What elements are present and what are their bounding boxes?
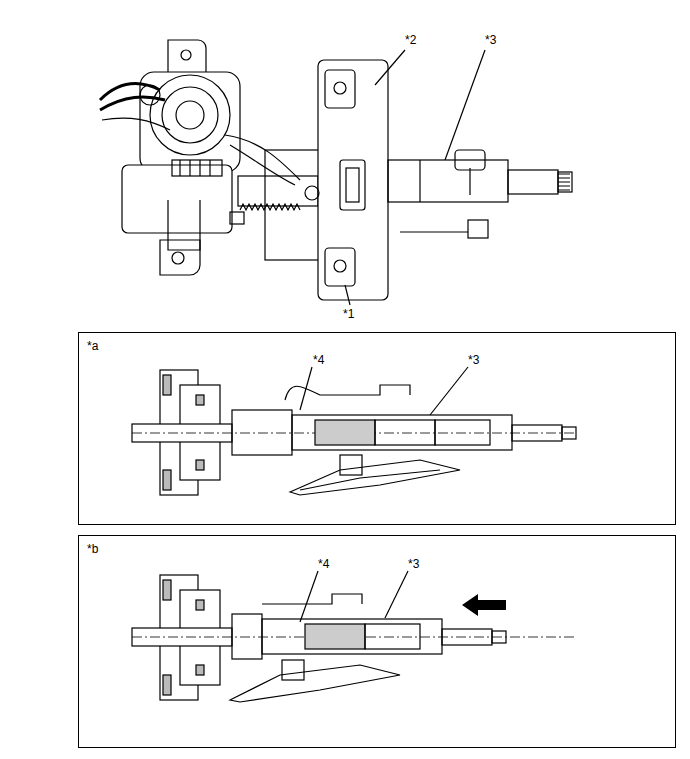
callout-number: *2 (405, 34, 416, 46)
callout-number: *3 (408, 558, 419, 570)
callout-number: *4 (313, 354, 324, 366)
callout-number: *4 (318, 558, 329, 570)
callout-number: *3 (485, 34, 496, 46)
callout-number: *1 (343, 308, 354, 320)
panel-label: *b (87, 542, 98, 556)
panel-label: *a (87, 339, 98, 353)
figure-panel: *b (78, 535, 676, 748)
callout-number: *3 (468, 354, 479, 366)
figure-panel: *a (78, 332, 676, 525)
